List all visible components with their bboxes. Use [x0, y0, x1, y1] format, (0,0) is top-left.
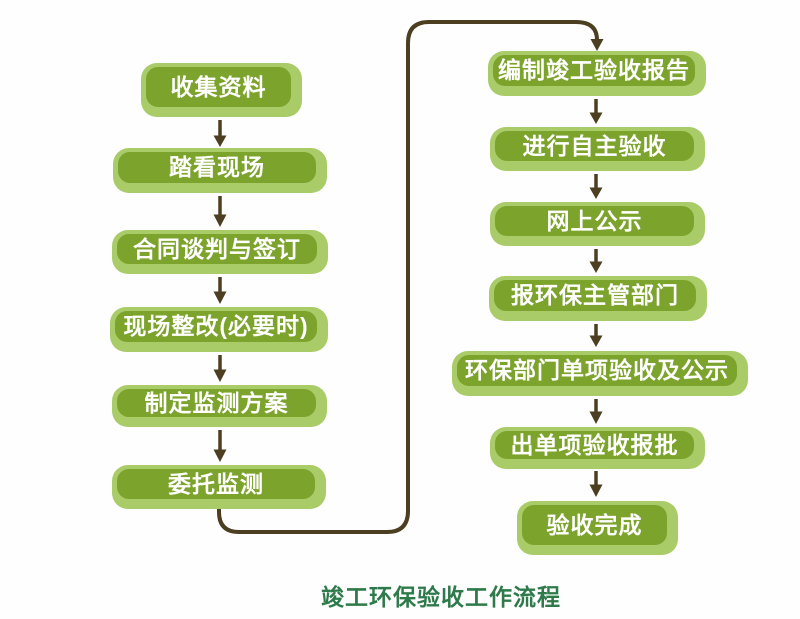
step-label: 验收完成 [546, 511, 643, 538]
step-box-fill: 收集资料 [146, 67, 291, 107]
step-label: 合同谈判与签订 [133, 235, 301, 262]
step-label: 制定监测方案 [144, 389, 289, 416]
step-box-fill: 编制竣工验收报告 [493, 55, 695, 86]
step-acceptance-complete: 验收完成 [517, 501, 678, 555]
step-label: 踏看现场 [169, 154, 265, 180]
step-box-fill: 制定监测方案 [117, 389, 316, 417]
step-individual-acceptance-approval: 出单项验收报批 [490, 427, 705, 469]
step-box-fill: 验收完成 [522, 505, 667, 545]
step-report-epa-department: 报环保主管部门 [489, 276, 707, 321]
step-site-visit: 踏看现场 [113, 148, 327, 193]
step-box-fill: 进行自主验收 [495, 131, 694, 161]
step-label: 委托监测 [168, 470, 264, 497]
step-box-fill: 委托监测 [117, 469, 315, 499]
step-online-publicity: 网上公示 [490, 202, 705, 246]
diagram-title: 竣工环保验收工作流程 [321, 584, 561, 610]
step-box-fill: 出单项验收报批 [495, 431, 694, 459]
step-label: 现场整改(必要时) [123, 313, 309, 339]
step-label: 网上公示 [546, 207, 643, 234]
step-collect-data: 收集资料 [141, 63, 302, 117]
step-label: 环保部门单项验收及公示 [465, 357, 729, 383]
step-label: 进行自主验收 [522, 132, 667, 159]
step-site-rectification: 现场整改(必要时) [110, 307, 328, 352]
step-box-fill: 合同谈判与签订 [117, 234, 317, 264]
step-box-fill: 网上公示 [495, 206, 694, 236]
step-box-fill: 环保部门单项验收及公示 [457, 355, 737, 386]
step-entrust-monitoring: 委托监测 [112, 465, 326, 509]
step-label: 收集资料 [170, 73, 267, 100]
step-label: 出单项验收报批 [510, 431, 679, 458]
step-label: 报环保主管部门 [511, 282, 679, 308]
step-box-fill: 现场整改(必要时) [115, 311, 317, 342]
step-label: 编制竣工验收报告 [498, 57, 690, 83]
step-box-fill: 报环保主管部门 [494, 280, 696, 311]
step-compile-acceptance-report: 编制竣工验收报告 [488, 51, 706, 96]
step-box-fill: 踏看现场 [118, 152, 316, 183]
step-contract-negotiation: 合同谈判与签订 [112, 230, 328, 274]
step-epa-individual-acceptance: 环保部门单项验收及公示 [452, 351, 748, 396]
arrow-head-icon [590, 39, 604, 51]
step-self-acceptance: 进行自主验收 [490, 127, 705, 171]
step-monitoring-plan: 制定监测方案 [112, 385, 327, 427]
